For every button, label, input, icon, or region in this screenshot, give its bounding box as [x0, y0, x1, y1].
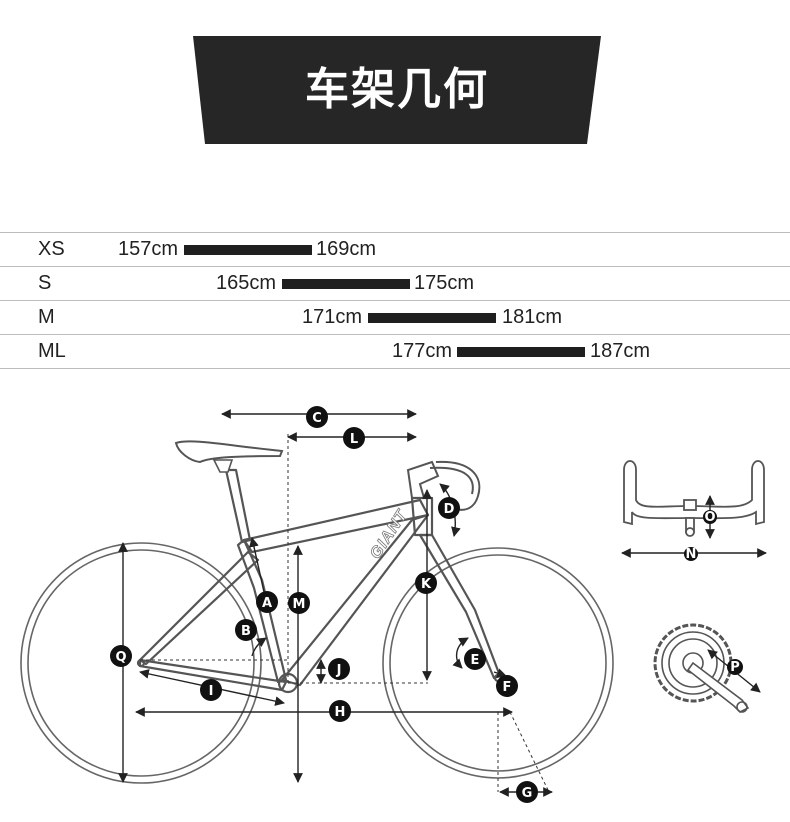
min-height: 171cm	[301, 306, 362, 328]
marker-i: I	[200, 679, 222, 701]
marker-i-label: I	[209, 684, 214, 699]
marker-c-label: C	[312, 411, 322, 426]
saddle-clamp	[212, 459, 234, 473]
title-banner: 车架几何	[193, 36, 601, 144]
marker-l-label: L	[350, 432, 358, 447]
marker-p-label: P	[730, 660, 740, 675]
marker-h: H	[329, 700, 351, 722]
marker-e: E	[464, 648, 486, 670]
cockpit	[406, 460, 481, 511]
handlebar-top-view	[623, 460, 765, 537]
banner-shape	[193, 36, 601, 144]
marker-e-label: E	[471, 653, 480, 668]
marker-a: A	[256, 591, 278, 613]
size-label: M	[38, 306, 55, 328]
frame-geometry-diagram: GIANT	[20, 406, 767, 803]
marker-k-label: K	[421, 577, 432, 592]
marker-a-label: A	[262, 596, 272, 611]
marker-l: L	[343, 427, 365, 449]
min-height: 157cm	[117, 238, 178, 260]
size-row-ml: ML 177cm 187cm	[0, 334, 790, 369]
max-height: 181cm	[502, 306, 563, 328]
marker-o-label: O	[704, 510, 715, 525]
marker-p: P	[727, 659, 743, 675]
marker-f: F	[496, 675, 518, 697]
marker-o: O	[703, 510, 717, 525]
marker-q-label: Q	[115, 650, 126, 665]
saddle	[174, 440, 284, 464]
size-row-m: M 171cm 181cm	[0, 300, 790, 334]
page-title: 车架几何	[305, 64, 489, 115]
height-range-bar	[457, 347, 585, 357]
height-range-bar	[184, 245, 312, 255]
size-label: XS	[38, 238, 65, 260]
min-height: 165cm	[215, 272, 276, 294]
size-label: S	[38, 272, 52, 294]
marker-m-label: M	[293, 597, 306, 612]
max-height: 175cm	[414, 272, 475, 294]
marker-n: N	[684, 547, 698, 562]
marker-b: B	[235, 619, 257, 641]
marker-g: G	[516, 781, 538, 803]
marker-j-label: J	[336, 663, 342, 678]
rear-wheel	[20, 542, 262, 784]
size-height-table: XS 157cm 169cm S 165cm 175cm M 171cm 181…	[0, 232, 790, 369]
marker-d: D	[438, 497, 460, 519]
marker-n-label: N	[686, 547, 697, 562]
max-height: 187cm	[590, 340, 651, 362]
size-row-xs: XS 157cm 169cm	[0, 232, 790, 266]
marker-h-label: H	[335, 705, 346, 720]
height-range-bar	[368, 313, 496, 323]
bike-logo: GIANT	[367, 507, 411, 562]
marker-c: C	[306, 406, 328, 428]
marker-m: M	[288, 592, 310, 614]
marker-b-label: B	[241, 624, 251, 639]
max-height: 169cm	[316, 238, 377, 260]
marker-j: J	[328, 658, 350, 680]
reference-lines	[140, 434, 549, 792]
marker-d-label: D	[444, 502, 455, 517]
size-label: ML	[38, 340, 66, 362]
size-row-s: S 165cm 175cm	[0, 266, 790, 300]
marker-g-label: G	[522, 786, 533, 801]
marker-q: Q	[110, 645, 132, 667]
height-range-bar	[282, 279, 410, 289]
dimension-arrows	[118, 409, 553, 797]
min-height: 177cm	[391, 340, 452, 362]
marker-f-label: F	[503, 680, 512, 695]
marker-k: K	[415, 572, 437, 594]
